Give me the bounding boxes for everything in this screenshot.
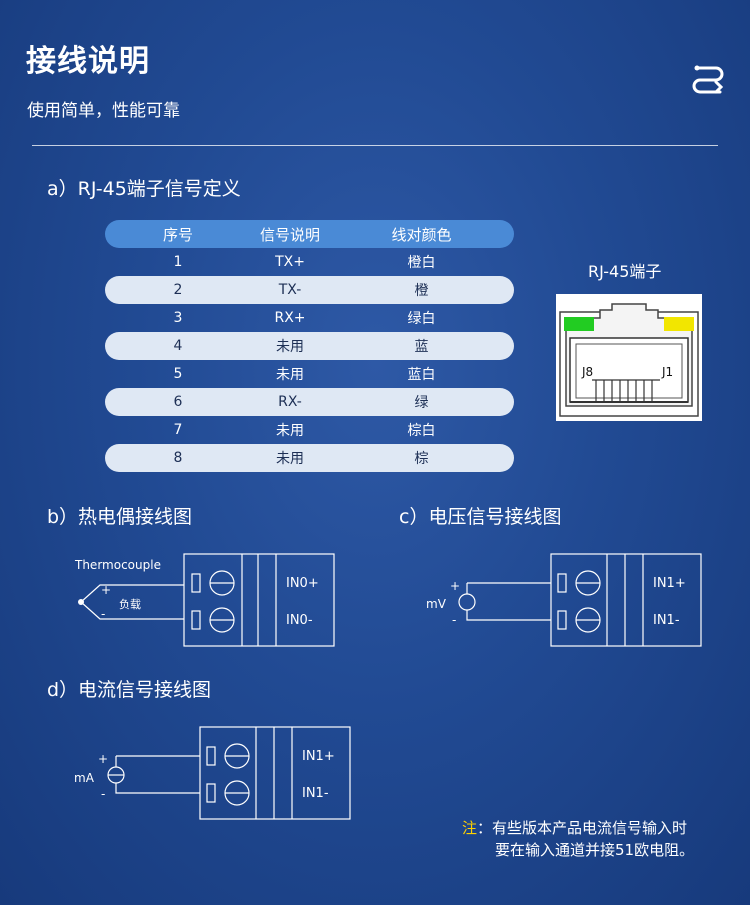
- terminal-block: [199, 726, 351, 820]
- page-subtitle: 使用简单，性能可靠: [27, 101, 180, 121]
- row-index: 8: [173, 450, 183, 466]
- thermocouple-label: Thermocouple: [74, 558, 161, 572]
- header-divider: [32, 145, 718, 146]
- row-index: 2: [173, 282, 183, 298]
- row-color: 绿白: [407, 311, 436, 327]
- voltage-source-label: mV: [426, 597, 447, 611]
- voltage-source-icon: [458, 593, 476, 611]
- header-index: 序号: [162, 225, 193, 244]
- row-signal: TX-: [278, 282, 302, 298]
- rj45-connector-image: J8 J1: [556, 294, 702, 421]
- row-signal: 未用: [276, 423, 304, 439]
- row-color: 棕白: [407, 423, 436, 439]
- row-index: 5: [173, 366, 183, 382]
- section-title-rj45: a）RJ-45端子信号定义: [47, 178, 241, 200]
- terminal-block: [183, 553, 335, 647]
- note-line-1: 注：有些版本产品电流信号输入时: [462, 818, 687, 839]
- table-row: 1 TX+ 橙白: [105, 248, 514, 276]
- thermocouple-plus: +: [101, 583, 111, 597]
- section-title-voltage: c）电压信号接线图: [399, 506, 562, 528]
- note-text-1: ：有些版本产品电流信号输入时: [477, 819, 688, 837]
- terminal-in1-minus: IN1-: [653, 613, 680, 628]
- row-signal: 未用: [276, 367, 304, 383]
- table-row: 4 未用 蓝: [105, 332, 514, 360]
- row-index: 4: [173, 338, 183, 354]
- terminal-in0-plus: IN0+: [286, 576, 319, 591]
- voltage-minus: -: [452, 613, 456, 627]
- row-signal: RX+: [274, 310, 306, 326]
- current-minus: -: [101, 787, 105, 801]
- route-icon: [692, 65, 724, 94]
- row-signal: TX+: [275, 254, 305, 270]
- current-source-label: mA: [74, 771, 95, 785]
- table-row: 3 RX+ 绿白: [105, 304, 514, 332]
- header-signal: 信号说明: [259, 225, 320, 244]
- row-color: 绿: [414, 395, 429, 411]
- page-title: 接线说明: [26, 44, 150, 79]
- section-title-thermocouple: b）热电偶接线图: [47, 506, 193, 528]
- row-signal: RX-: [278, 394, 302, 410]
- table-row: 8 未用 棕: [105, 444, 514, 472]
- current-wiring-diagram: + - mA IN1+ IN1-: [74, 726, 351, 820]
- row-color: 橙白: [407, 255, 436, 271]
- terminal-block: [550, 553, 702, 647]
- row-index: 3: [173, 310, 183, 326]
- thermocouple-minus: -: [101, 607, 105, 621]
- row-index: 7: [173, 422, 183, 438]
- note-line-2: 要在输入通道并接51欧电阻。: [495, 841, 695, 859]
- rj45-led-right: [664, 317, 694, 331]
- terminal-in0-minus: IN0-: [286, 613, 313, 628]
- pin-table: 序号 信号说明 线对颜色 1 TX+ 橙白 2 TX- 橙 3 RX+ 绿白 4…: [105, 220, 514, 472]
- section-title-current: d）电流信号接线图: [47, 679, 212, 701]
- table-row: 7 未用 棕白: [105, 416, 514, 444]
- terminal-in1-minus: IN1-: [302, 786, 329, 801]
- thermocouple-load-label: 负载: [119, 597, 141, 611]
- row-signal: 未用: [276, 451, 304, 467]
- rj45-connector-drawing: J8 J1: [559, 303, 699, 417]
- current-plus: +: [98, 752, 108, 766]
- voltage-wiring-diagram: + - mV IN1+ IN1-: [426, 553, 702, 647]
- rj45-label: RJ-45端子: [588, 262, 662, 281]
- rj45-led-left: [564, 317, 594, 331]
- terminal-in1-plus: IN1+: [653, 576, 686, 591]
- row-color: 蓝: [414, 339, 429, 355]
- rj45-pin-right-label: J1: [661, 365, 673, 379]
- thermocouple-wiring-diagram: Thermocouple + - 负载 IN0+ IN0-: [74, 553, 335, 647]
- rj45-pin-left-label: J8: [581, 365, 593, 379]
- header-color: 线对颜色: [391, 225, 452, 244]
- row-color: 橙: [414, 283, 429, 299]
- row-color: 棕: [414, 451, 429, 467]
- row-index: 6: [173, 394, 183, 410]
- pin-table-header: 序号 信号说明 线对颜色: [105, 220, 514, 248]
- row-index: 1: [173, 254, 183, 270]
- note-prefix: 注: [462, 819, 478, 837]
- table-row: 2 TX- 橙: [105, 276, 514, 304]
- row-color: 蓝白: [407, 367, 436, 383]
- row-signal: 未用: [276, 339, 304, 355]
- terminal-in1-plus: IN1+: [302, 749, 335, 764]
- table-row: 6 RX- 绿: [105, 388, 514, 416]
- voltage-plus: +: [450, 579, 460, 593]
- table-row: 5 未用 蓝白: [105, 360, 514, 388]
